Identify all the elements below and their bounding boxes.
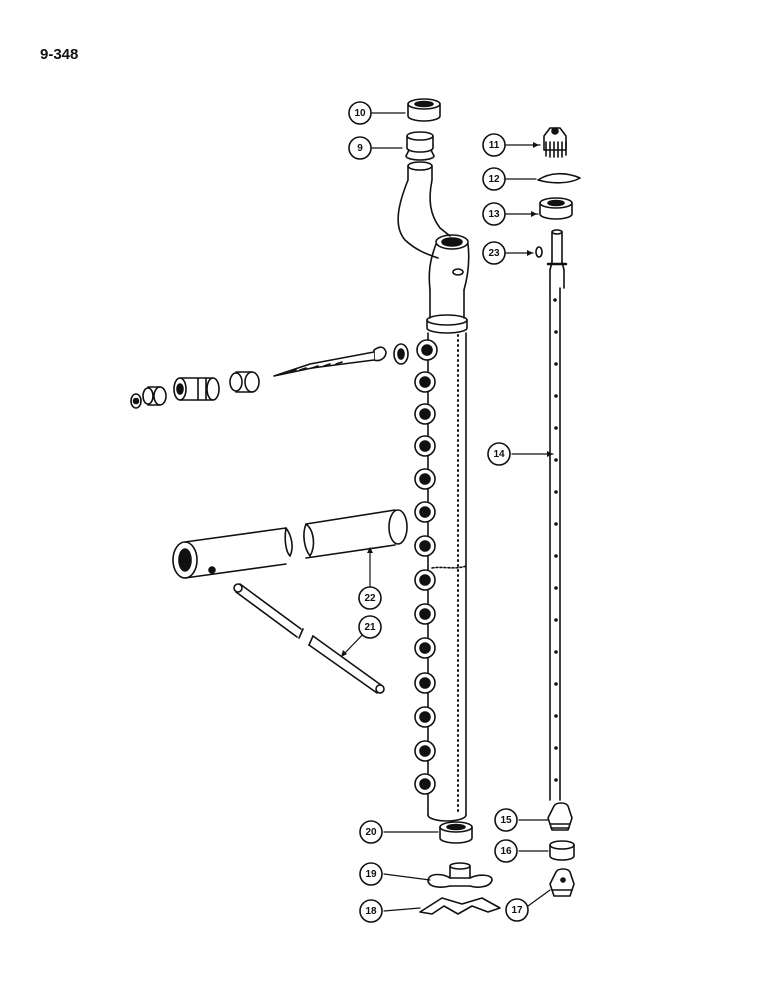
callout-number: 14 [493, 449, 505, 460]
callout-circle [348, 101, 372, 125]
callout-circle [482, 133, 506, 157]
part-11-gear [543, 127, 567, 158]
part-14-shaft [546, 229, 568, 801]
callout-circle [505, 898, 529, 922]
callout-number: 19 [365, 869, 377, 880]
callout-23: 23 [482, 241, 506, 265]
part-23-ring [535, 246, 543, 258]
callout-circle [358, 615, 382, 639]
callout-circle [494, 839, 518, 863]
callout-14: 14 [487, 442, 511, 466]
part-20-bushing [439, 821, 473, 844]
part-9-bushing [405, 131, 435, 161]
callout-15: 15 [494, 808, 518, 832]
leader-lines [341, 112, 554, 912]
part-17-cap [549, 868, 575, 897]
callout-number: 17 [511, 905, 523, 916]
part-16-collar [549, 840, 575, 861]
callout-number: 23 [488, 248, 500, 259]
part-13-collar [539, 197, 573, 220]
callout-circle [482, 202, 506, 226]
callout-number: 16 [500, 846, 512, 857]
callout-number: 18 [365, 906, 377, 917]
callout-16: 16 [494, 839, 518, 863]
callout-22: 22 [358, 586, 382, 610]
callout-circle [482, 241, 506, 265]
callout-circle [358, 586, 382, 610]
callout-21: 21 [358, 615, 382, 639]
manifold-elbow [397, 161, 470, 291]
part-12-clip [537, 172, 581, 184]
callout-number: 9 [357, 143, 363, 154]
callout-19: 19 [359, 862, 383, 886]
nozzle-assembly [130, 343, 409, 409]
part-21-rod [233, 583, 385, 694]
manifold-ports [414, 339, 438, 795]
callout-number: 12 [488, 174, 500, 185]
callout-circle [359, 862, 383, 886]
callout-circle [359, 899, 383, 923]
callout-circle [482, 167, 506, 191]
part-10-bushing [407, 98, 441, 122]
part-22-tube [172, 509, 408, 579]
manifold-tube [426, 289, 468, 822]
callout-number: 10 [354, 108, 366, 119]
callout-circle [359, 820, 383, 844]
callout-number: 22 [364, 593, 376, 604]
callout-11: 11 [482, 133, 506, 157]
callout-number: 20 [365, 827, 377, 838]
callout-17: 17 [505, 898, 529, 922]
callout-number: 15 [500, 815, 512, 826]
callout-13: 13 [482, 202, 506, 226]
callout-9: 9 [348, 136, 372, 160]
callout-circle [348, 136, 372, 160]
callout-circle [494, 808, 518, 832]
callout-12: 12 [482, 167, 506, 191]
callout-20: 20 [359, 820, 383, 844]
part-15-fitting [547, 802, 573, 831]
page-number: 9-348 [40, 46, 79, 63]
part-19-bracket [427, 862, 493, 888]
callout-number: 21 [364, 622, 376, 633]
callout-circle [487, 442, 511, 466]
callout-number: 11 [489, 140, 500, 151]
leader-arrowheads [341, 142, 553, 657]
part-18-plate [419, 897, 501, 915]
callout-18: 18 [359, 899, 383, 923]
callout-number: 13 [488, 209, 500, 220]
callout-10: 10 [348, 101, 372, 125]
